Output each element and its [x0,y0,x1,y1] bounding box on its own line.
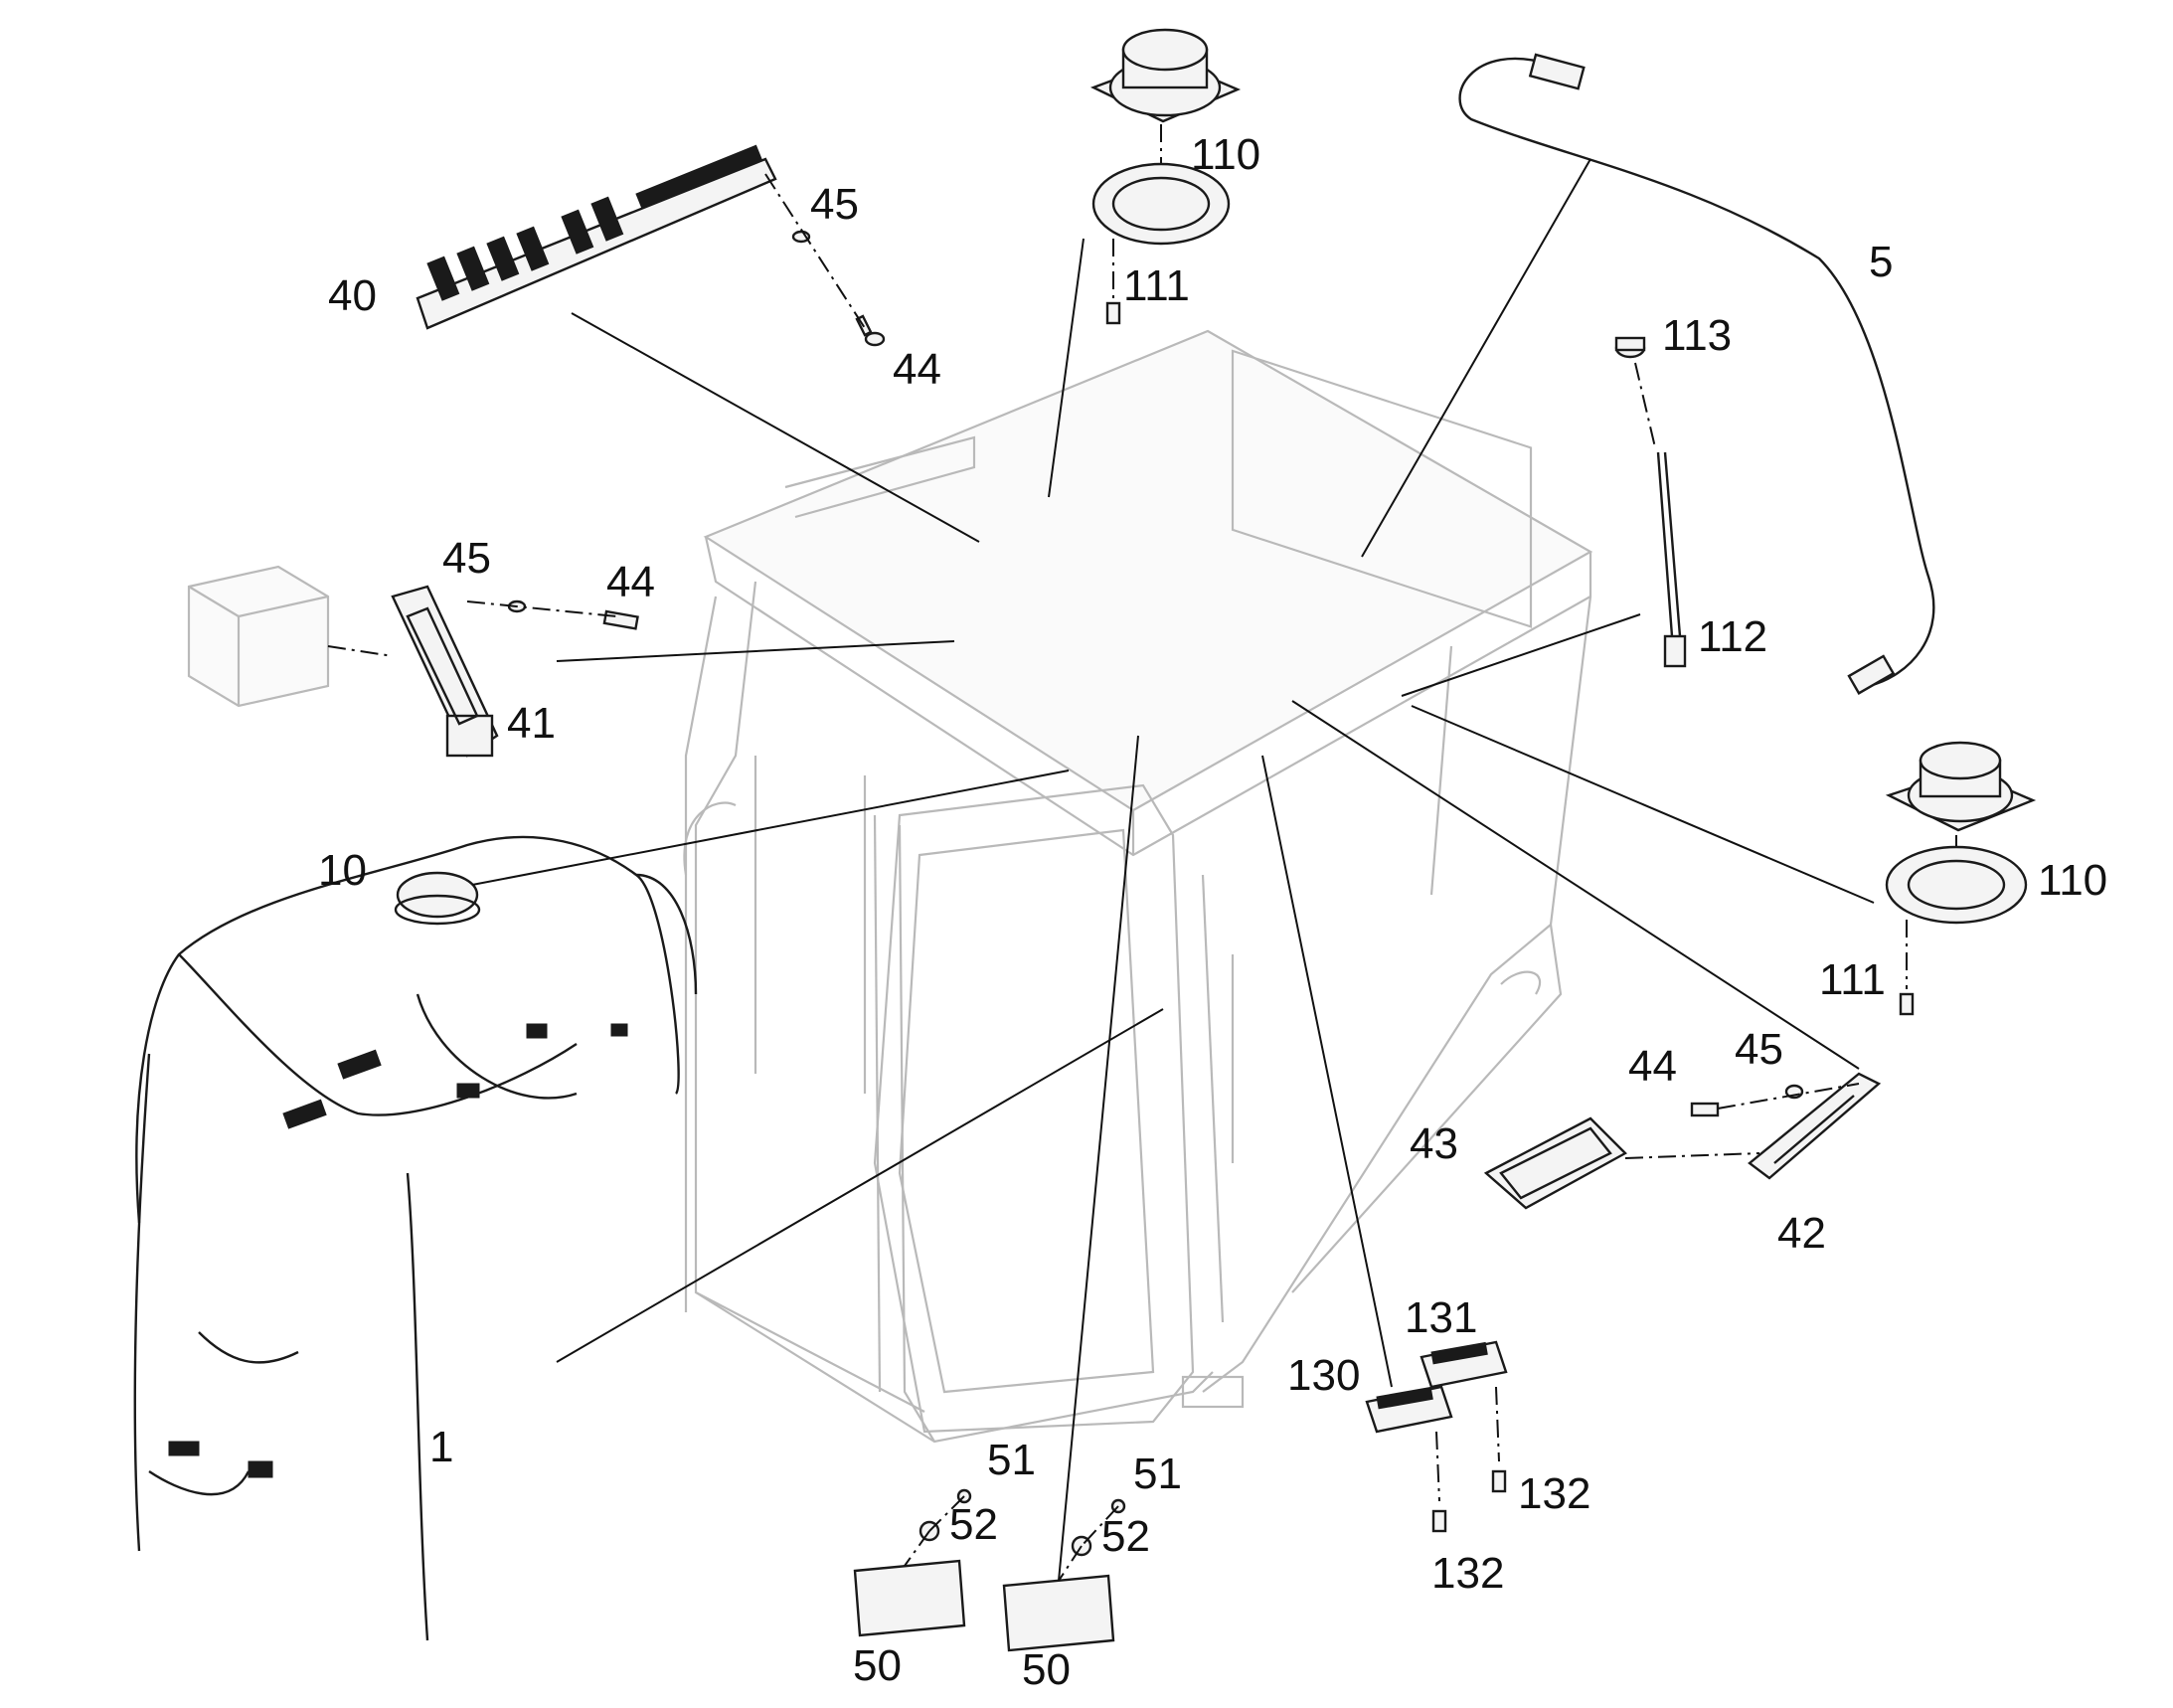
callout-110-b: 110 [2038,856,2107,905]
callout-51-b: 51 [1133,1450,1182,1498]
light-131 [1420,1340,1508,1389]
callout-132-b: 132 [1518,1469,1590,1518]
callout-113: 113 [1662,311,1732,360]
callout-112: 112 [1698,612,1767,661]
callout-51-a: 51 [987,1436,1036,1484]
relay-bar-part-40 [416,144,777,330]
dome-light-10 [394,871,481,926]
screw-132-b [1491,1469,1507,1493]
speaker-right [1885,741,2037,832]
callout-110-a: 110 [1191,130,1260,179]
screw-132-a [1431,1509,1447,1533]
callout-45-b: 45 [442,534,491,583]
plate-50-a [853,1559,966,1637]
plate-50-b [1002,1574,1115,1652]
control-module [187,565,330,708]
callout-40: 40 [328,271,377,320]
callout-50-b: 50 [1022,1645,1071,1694]
frame-42 [1748,1072,1882,1180]
callout-130: 130 [1287,1351,1360,1400]
callout-52-b: 52 [1101,1512,1150,1561]
callout-45-a: 45 [810,180,859,229]
wiring-harness-1 [133,835,698,1641]
callout-42: 42 [1777,1209,1826,1258]
light-130 [1365,1385,1453,1434]
screw-111-right [1899,992,1915,1016]
callout-44-a: 44 [893,345,941,394]
cab-frame [683,329,1593,1444]
callout-43: 43 [1410,1119,1458,1168]
callout-44-c: 44 [1628,1042,1677,1091]
callout-50-a: 50 [853,1641,902,1690]
bracket-41 [391,585,499,758]
callout-45-c: 45 [1735,1025,1783,1074]
cap-113 [1614,336,1646,359]
callout-132-a: 132 [1431,1549,1504,1598]
callout-111-b: 111 [1819,955,1886,1004]
antenna-cable-part-5 [1458,53,1935,695]
callout-10: 10 [318,846,367,895]
callout-131: 131 [1405,1293,1477,1342]
callout-41: 41 [507,699,556,748]
callout-5: 5 [1869,238,1893,286]
speaker-ring-110-right [1885,845,2028,925]
plate-43 [1483,1116,1627,1210]
callout-111-a: 111 [1123,261,1190,310]
screw-44-c [1690,1102,1720,1117]
speaker-top [1089,28,1242,123]
callout-52-a: 52 [949,1500,998,1549]
leader-lines [471,158,1875,1582]
speaker-ring-110-top [1091,162,1231,246]
screw-111-top [1105,301,1121,325]
antenna-112 [1656,451,1687,668]
callout-1: 1 [429,1423,453,1471]
callout-44-b: 44 [606,558,655,606]
callout-labels: 1 5 10 40 41 42 43 44 44 44 45 45 45 50 … [318,130,2107,1694]
screw-44-b [602,609,639,630]
